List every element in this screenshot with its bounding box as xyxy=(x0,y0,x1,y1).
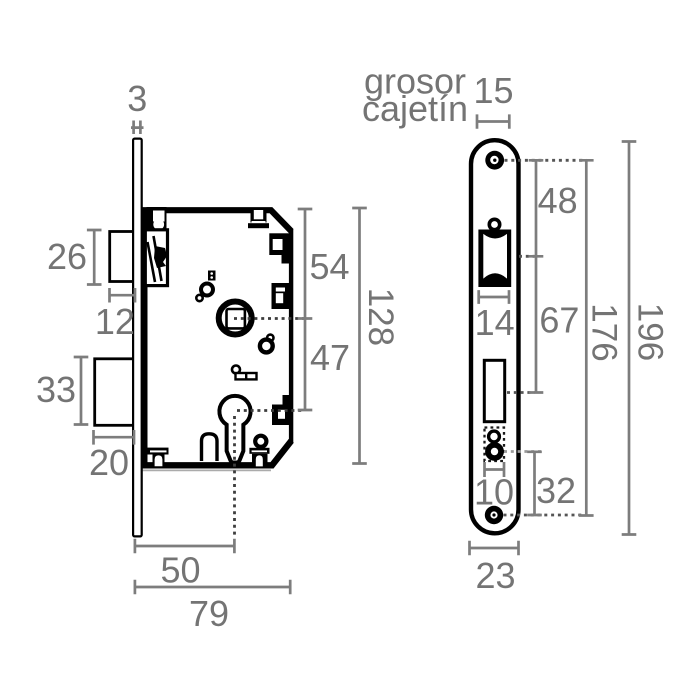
svg-text:grosor: grosor xyxy=(364,60,466,101)
svg-text:cajetín: cajetín xyxy=(362,88,468,129)
svg-text:48: 48 xyxy=(538,180,578,221)
svg-text:176: 176 xyxy=(585,303,624,361)
svg-text:23: 23 xyxy=(475,555,515,596)
svg-text:67: 67 xyxy=(539,300,579,341)
svg-text:128: 128 xyxy=(361,288,400,346)
svg-text:14: 14 xyxy=(475,302,515,343)
svg-text:26: 26 xyxy=(47,236,87,277)
svg-text:3: 3 xyxy=(127,78,147,119)
svg-text:47: 47 xyxy=(310,337,350,378)
svg-text:12: 12 xyxy=(95,301,135,342)
svg-text:54: 54 xyxy=(309,246,349,287)
svg-text:50: 50 xyxy=(160,550,200,591)
svg-text:32: 32 xyxy=(536,470,576,511)
svg-text:79: 79 xyxy=(189,593,229,634)
svg-text:10: 10 xyxy=(474,472,514,513)
svg-text:33: 33 xyxy=(36,369,76,410)
svg-text:15: 15 xyxy=(473,70,513,111)
svg-text:20: 20 xyxy=(89,442,129,483)
svg-text:196: 196 xyxy=(631,303,670,361)
